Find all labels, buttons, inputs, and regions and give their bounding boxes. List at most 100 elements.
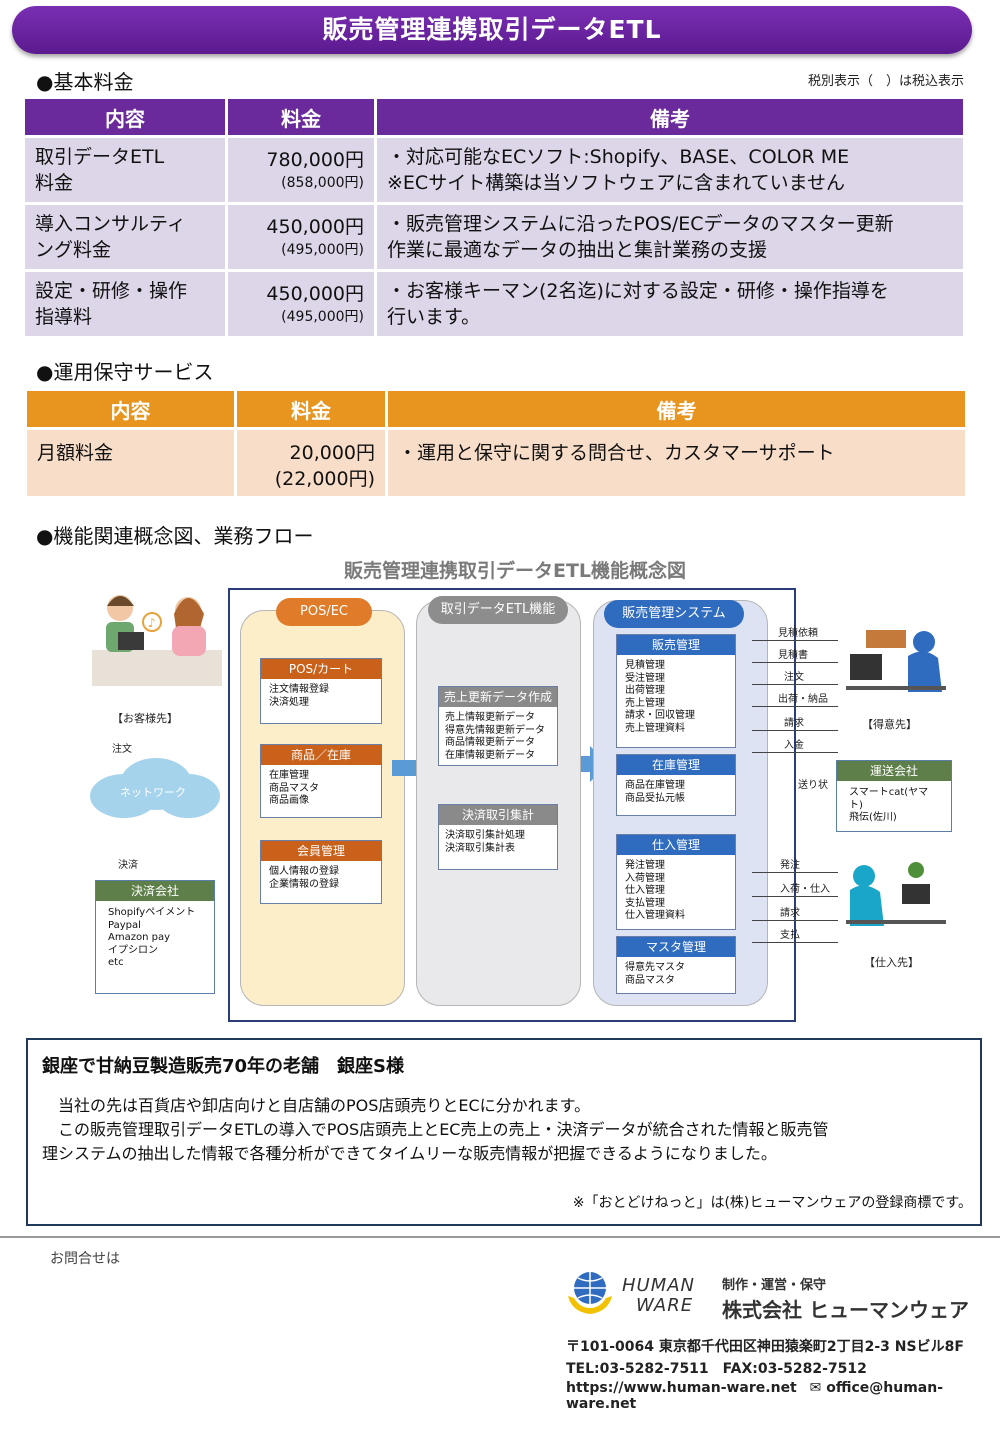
box-title: 商品／在庫 bbox=[261, 745, 381, 765]
box-body: 決済取引集計処理 決済取引集計表 bbox=[445, 830, 525, 854]
fee-cell: 20,000円 (22,000円) bbox=[237, 430, 385, 496]
case-title: 銀座で甘納豆製造販売70年の老舗 銀座S様 bbox=[42, 1056, 405, 1077]
member-box: 会員管理 個人情報の登録 企業情報の登録 bbox=[260, 840, 382, 904]
fee-tax-value: (495,000円) bbox=[281, 309, 364, 325]
note-cell: ・運用と保守に関する問合せ、カスタマーサポート bbox=[388, 430, 965, 496]
tel-fax: TEL:03-5282-7511 FAX:03-5282-7512 bbox=[566, 1361, 867, 1377]
fee-tax-value: (858,000円) bbox=[281, 175, 364, 191]
basic-fee-heading: ●基本料金 bbox=[36, 70, 134, 94]
box-body: 発注管理 入荷管理 仕入管理 支払管理 仕入管理資料 bbox=[625, 860, 685, 921]
note-cell: ・お客様キーマン(2名迄)に対する設定・研修・操作指導を 行います。 bbox=[377, 272, 963, 336]
box-title: 販売管理 bbox=[617, 635, 735, 655]
email-link[interactable]: office@human-ware.net bbox=[566, 1380, 944, 1412]
table-row: 導入コンサルティ ング料金 450,000円 (495,000円) ・販売管理シス… bbox=[25, 205, 963, 269]
office-worker-icon bbox=[846, 630, 946, 692]
box-title: 決済取引集計 bbox=[439, 805, 557, 825]
customer-label: 【お客様先】 bbox=[112, 712, 178, 725]
ship-label: 送り状 bbox=[798, 780, 828, 791]
item-cell: 月額料金 bbox=[27, 430, 234, 496]
box-title: 売上更新データ作成 bbox=[439, 687, 557, 707]
mail-icon: ✉ bbox=[809, 1380, 822, 1396]
settlement-box: 決済取引集計 決済取引集計処理 決済取引集計表 bbox=[438, 804, 558, 870]
box-title: マスタ管理 bbox=[617, 937, 735, 957]
fee-tax-value: (22,000円) bbox=[274, 468, 375, 490]
note-cell: ・販売管理システムに沿ったPOS/ECデータのマスター更新 作業に最適なデータの… bbox=[377, 205, 963, 269]
flow-heading: ●機能関連概念図、業務フロー bbox=[36, 524, 314, 548]
box-body: 見積管理 受注管理 出荷管理 売上管理 請求・回収管理 売上管理資料 bbox=[625, 660, 695, 734]
carrier-body: スマートcat(ヤマト) 飛伝(佐川) bbox=[849, 787, 929, 823]
flow-label: 請求 bbox=[784, 718, 804, 729]
item-cell: 導入コンサルティ ング料金 bbox=[25, 205, 225, 269]
col-header-item: 内容 bbox=[27, 391, 234, 427]
supplier-worker-icon bbox=[846, 862, 946, 926]
logo-wordmark: HUMAN WARE bbox=[622, 1275, 696, 1316]
trademark-note: ※「おとどけねっと」は(株)ヒューマンウェアの登録商標です。 bbox=[572, 1195, 972, 1211]
fee-value: 450,000円 bbox=[266, 216, 364, 238]
svg-text:♪: ♪ bbox=[148, 616, 156, 630]
made-by-label: 制作・運営・保守 bbox=[722, 1278, 827, 1293]
item-cell: 設定・研修・操作 指導料 bbox=[25, 272, 225, 336]
maint-heading: ●運用保守サービス bbox=[36, 360, 214, 384]
network-label: ネットワーク bbox=[120, 786, 186, 799]
box-title: 会員管理 bbox=[261, 841, 381, 861]
flow-label: 請求 bbox=[780, 908, 800, 919]
fee-tax-value: (495,000円) bbox=[281, 242, 364, 258]
address: 〒101-0064 東京都千代田区神田猿楽町2丁目2-3 NSビル8F bbox=[566, 1339, 964, 1355]
company-name: 株式会社 ヒューマンウェア bbox=[722, 1298, 969, 1322]
payment-label: 決済 bbox=[118, 860, 138, 871]
fee-cell: 450,000円 (495,000円) bbox=[228, 272, 374, 336]
fee-value: 780,000円 bbox=[266, 149, 364, 171]
flow-label: 入荷・仕入 bbox=[780, 884, 830, 895]
col-header-fee: 料金 bbox=[237, 391, 385, 427]
carrier-box: 運送会社 スマートcat(ヤマト) 飛伝(佐川) bbox=[836, 760, 952, 832]
pos-ec-column-title: POS/EC bbox=[276, 598, 372, 626]
flow-label: 出荷・納品 bbox=[778, 694, 828, 705]
flow-label: 入金 bbox=[784, 740, 804, 751]
payment-company-box: 決済会社 Shopifyペイメント Paypal Amazon pay イプシロ… bbox=[95, 880, 215, 994]
col-header-note: 備考 bbox=[388, 391, 965, 427]
flow-label: 支払 bbox=[780, 930, 800, 941]
table-row: 取引データETL 料金 780,000円(858,000円) ・対応可能なECソ… bbox=[25, 138, 963, 202]
fee-cell: 780,000円 (858,000円) bbox=[228, 138, 374, 202]
flow-label: 発注 bbox=[780, 860, 800, 871]
payment-company-title: 決済会社 bbox=[96, 881, 214, 901]
product-stock-box: 商品／在庫 在庫管理 商品マスタ 商品画像 bbox=[260, 744, 382, 818]
table-row: 設定・研修・操作 指導料 450,000円 (495,000円) ・お客様キーマン… bbox=[25, 272, 963, 336]
box-title: 仕入管理 bbox=[617, 835, 735, 855]
shop-clerk-customer-icon: ♪ bbox=[92, 595, 222, 686]
box-body: 売上情報更新データ 得意先情報更新データ 商品情報更新データ 在庫情報更新データ bbox=[445, 712, 545, 761]
box-body: 注文情報登録 決済処理 bbox=[269, 684, 329, 708]
stock-mgmt-box: 在庫管理 商品在庫管理 商品受払元帳 bbox=[616, 754, 736, 816]
basic-fee-table: 内容 料金 備考 取引データETL 料金 780,000円(858,000円) … bbox=[22, 96, 966, 339]
payment-company-body: Shopifyペイメント Paypal Amazon pay イプシロン etc bbox=[108, 907, 196, 968]
etl-column bbox=[416, 600, 581, 1006]
order-label: 注文 bbox=[112, 744, 132, 755]
contact-label: お問合せは bbox=[50, 1251, 120, 1267]
divider bbox=[0, 1236, 1000, 1238]
flow-label: 注文 bbox=[784, 672, 804, 683]
pos-cart-box: POS/カート 注文情報登録 決済処理 bbox=[260, 658, 382, 724]
etl-column-title: 取引データETL機能 bbox=[428, 596, 568, 624]
tokui-label: 【得意先】 bbox=[862, 718, 917, 731]
box-body: 在庫管理 商品マスタ 商品画像 bbox=[269, 770, 319, 806]
box-title: 在庫管理 bbox=[617, 755, 735, 775]
note-cell: ・対応可能なECソフト:Shopify、BASE、COLOR ME ※ECサイト… bbox=[377, 138, 963, 202]
col-header-note: 備考 bbox=[377, 99, 963, 135]
box-body: 商品在庫管理 商品受払元帳 bbox=[625, 780, 685, 804]
purchase-mgmt-box: 仕入管理 発注管理 入荷管理 仕入管理 支払管理 仕入管理資料 bbox=[616, 834, 736, 930]
page-title: 販売管理連携取引データETL bbox=[12, 6, 972, 54]
website-link[interactable]: https://www.human-ware.net bbox=[566, 1380, 797, 1396]
sales-update-box: 売上更新データ作成 売上情報更新データ 得意先情報更新データ 商品情報更新データ… bbox=[438, 686, 558, 766]
fee-value: 20,000円 bbox=[289, 442, 375, 464]
supplier-label: 【仕入先】 bbox=[864, 956, 919, 969]
col-header-fee: 料金 bbox=[228, 99, 374, 135]
case-study-box: 銀座で甘納豆製造販売70年の老舗 銀座S様 当社の先は百貨店や卸店向けと自店舗の… bbox=[26, 1038, 982, 1226]
box-body: 個人情報の登録 企業情報の登録 bbox=[269, 866, 339, 890]
fee-cell: 450,000円 (495,000円) bbox=[228, 205, 374, 269]
case-body: 当社の先は百貨店や卸店向けと自店舗のPOS店頭売りとECに分かれます。 この販売… bbox=[42, 1096, 829, 1163]
fee-value: 450,000円 bbox=[266, 283, 364, 305]
box-title: POS/カート bbox=[261, 659, 381, 679]
globe-hands-logo-icon bbox=[568, 1272, 612, 1314]
sales-mgmt-box: 販売管理 見積管理 受注管理 出荷管理 売上管理 請求・回収管理 売上管理資料 bbox=[616, 634, 736, 748]
concept-diagram: 販売管理連携取引データETL機能概念図 ♪ 【お客様先】 注文 ネットワーク 決… bbox=[0, 550, 1000, 1030]
